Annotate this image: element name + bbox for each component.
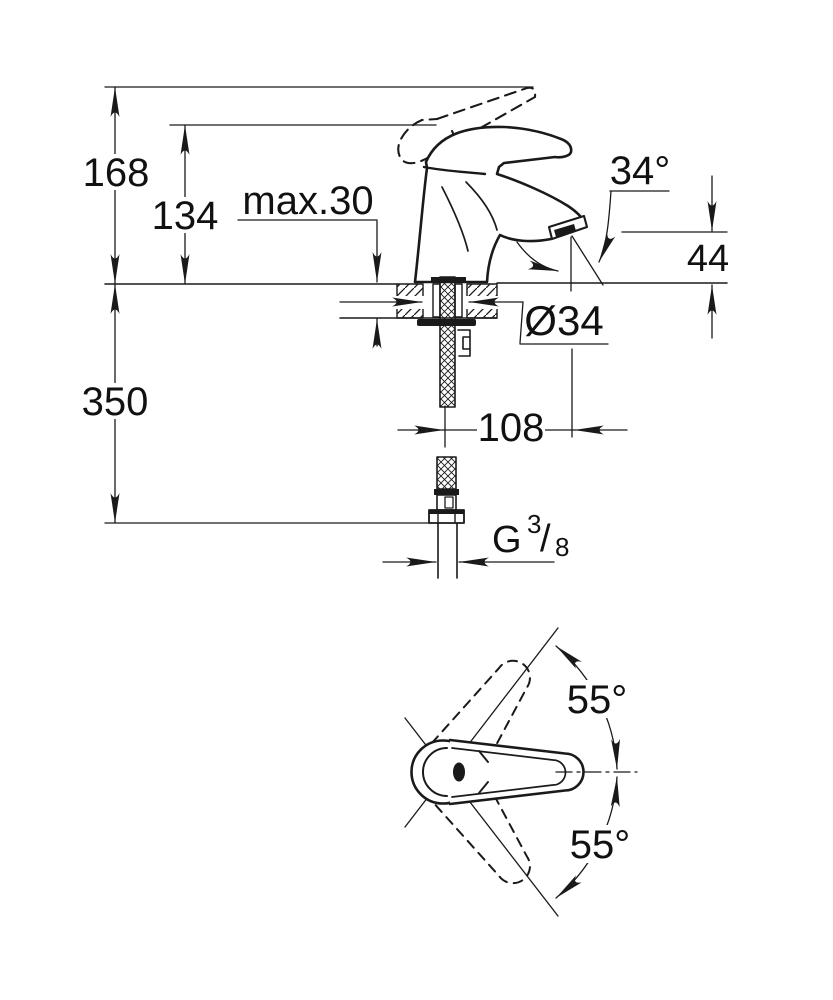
hose-tail-lines [437, 522, 458, 579]
mounting-washer [417, 319, 476, 326]
label-dia34: Ø34 [524, 297, 603, 344]
handle-blade-outline [448, 738, 585, 806]
label-168: 168 [83, 151, 150, 195]
handle-seam-ticks [478, 750, 489, 794]
dia34-leader [519, 301, 609, 345]
aerator-slot [554, 224, 576, 237]
label-108: 108 [478, 406, 545, 450]
hose-collar [434, 489, 459, 495]
top-view: 55° 55° [404, 627, 638, 917]
braided-hose-upper [439, 276, 456, 408]
thread-label: G 3 / 8 [492, 509, 569, 562]
label-350: 350 [82, 380, 149, 424]
top-view-labels: 55° 55° [567, 678, 631, 867]
thread-numerator: 3 [527, 509, 541, 539]
faucet-outline [413, 125, 587, 284]
thread-g: G [492, 519, 522, 561]
label-134: 134 [152, 194, 219, 238]
spout-angle-line [571, 235, 604, 286]
base-gasket [431, 277, 466, 283]
braided-hose-lower [436, 456, 457, 490]
body-contour-arc-2 [441, 186, 469, 252]
side-view: 168 134 max.30 34° 44 Ø34 350 108 G 3 / … [82, 86, 730, 579]
label-55deg-upper: 55° [567, 678, 628, 722]
body-contour-arc-1 [465, 181, 498, 231]
fixing-clip [457, 329, 471, 357]
spout-arc-arrow [516, 241, 559, 272]
label-44: 44 [687, 238, 729, 280]
thread-denominator: 8 [555, 532, 569, 562]
body-seam-line [422, 165, 487, 176]
thread-slash: / [540, 518, 551, 560]
side-view-labels: 168 134 max.30 34° 44 Ø34 350 108 [82, 149, 730, 450]
label-masks [83, 154, 545, 446]
handle-cap-rim [422, 747, 448, 797]
faucet-body [413, 125, 589, 284]
label-55deg-lower: 55° [570, 823, 631, 867]
deg34-leader-arrow [598, 190, 616, 263]
handle-dot [453, 762, 465, 782]
handle-plan-view [410, 738, 585, 806]
label-max30: max.30 [242, 179, 373, 223]
label-34deg: 34° [610, 149, 671, 193]
hose-connector [428, 456, 465, 579]
mounting-shank [417, 276, 476, 408]
